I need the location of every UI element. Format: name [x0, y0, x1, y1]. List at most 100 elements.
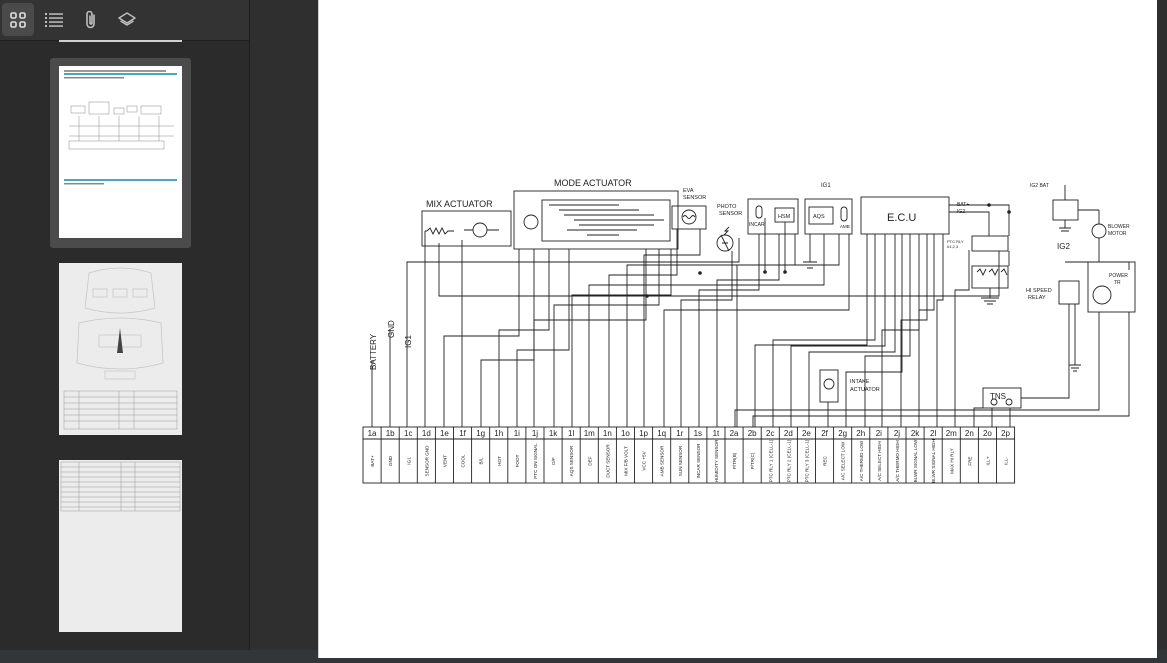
pin-id: 1s [694, 429, 702, 438]
ptc-relay-box [971, 235, 1009, 252]
incar-label: INCAR [749, 222, 765, 228]
page-2-preview [63, 267, 178, 430]
pin-id: 2f [821, 429, 828, 438]
pin-id: 1l [568, 429, 574, 438]
power-tr-label-1: POWER [1109, 273, 1128, 279]
pin-function: PTC RLY 3 (CELL-1) [804, 439, 809, 482]
outline-button[interactable] [38, 3, 70, 36]
eva-sensor-label-1: EVA [683, 188, 694, 194]
pin-id: 1m [584, 429, 595, 438]
pin-id: 1d [422, 429, 431, 438]
pin-id: 1b [386, 429, 395, 438]
mix-actuator-box [421, 210, 512, 247]
pin-id: 2b [748, 429, 757, 438]
pin-function: GND [388, 455, 393, 466]
page-thumbnail-2[interactable] [59, 263, 182, 435]
pin-id: 1r [676, 429, 683, 438]
pin-id: 1n [603, 429, 612, 438]
vertical-scrollbar[interactable] [1157, 0, 1167, 650]
page-3-preview [60, 461, 181, 512]
pin-function: A/C SELECT LOW [841, 441, 846, 480]
intake-actuator-box [819, 369, 839, 403]
hsm-label: HSM [778, 214, 791, 220]
pin-id: 2c [766, 429, 774, 438]
pin-function: B/L [479, 457, 484, 464]
mode-actuator-label: MODE ACTUATOR [554, 178, 632, 188]
eva-sensor-box [671, 205, 707, 230]
pin-function: REC [823, 455, 828, 465]
pin-id: 1e [440, 429, 449, 438]
ig2-label: IG2 [1057, 242, 1070, 251]
ig2-small-label: IG2 [957, 209, 965, 215]
amb-label: AMB [840, 224, 850, 229]
pin-function: D/F [551, 457, 556, 465]
pin-function: A/C THERMO HIGH [895, 440, 900, 482]
pin-id: 2a [730, 429, 739, 438]
ig1-top-label: IG1 [821, 183, 831, 189]
thumbnails-icon [10, 11, 26, 28]
page-1-preview [64, 70, 177, 185]
pin-id: 1p [639, 429, 648, 438]
pin-function: PTC RLY 2 (CELL-1) [786, 439, 791, 482]
photo-sensor-symbol [716, 234, 734, 252]
pin-function: PTC RLY 1 (CELL-1) [768, 439, 773, 482]
pin-id: 1o [621, 429, 630, 438]
ecu-label: E.C.U [887, 212, 916, 224]
gnd-label: GND [387, 320, 396, 338]
pin-function: MAX HI RLY [949, 448, 954, 474]
incar-hsm-box [747, 198, 799, 235]
hi-speed-relay-label-1: HI SPEED [1026, 288, 1052, 294]
attachments-button[interactable] [75, 3, 107, 36]
pin-function: DEF [587, 456, 592, 465]
hi-speed-relay-box [1058, 280, 1080, 305]
pin-function: IG1 [406, 457, 411, 465]
pin-function: COOL [461, 454, 466, 467]
page-thumbnail-1[interactable] [59, 66, 182, 238]
mode-actuator-box [513, 190, 679, 250]
pin-id: 1t [713, 429, 720, 438]
pin-function: A/C THERMO LOW [859, 440, 864, 481]
pin-function: VENT [442, 455, 447, 467]
power-tr-label-2: TR [1114, 280, 1121, 286]
thumbnail-scroll-indicator [59, 40, 182, 42]
pin-id: 1c [404, 429, 412, 438]
pin-function: SUN SENSOR [678, 445, 683, 476]
hi-speed-relay-label-2: RELAY [1028, 295, 1046, 301]
thumbnails-button[interactable] [2, 3, 34, 36]
intake-actuator-label-1: INTAKE [850, 379, 870, 385]
pin-id: 2l [930, 429, 936, 438]
pin-function: MIX F/B VOLT [623, 446, 628, 476]
ig2-bat-relay [1052, 199, 1079, 221]
ig2-bat-label: IG2 BAT [1030, 183, 1049, 189]
pin-id: 1i [514, 429, 520, 438]
photo-sensor-label-2: SENSOR [719, 211, 742, 217]
pin-function: P/TR(B) [732, 452, 737, 469]
layers-icon [118, 11, 136, 26]
pin-id: 2m [946, 429, 957, 438]
pin-function: VCC +5V [642, 450, 647, 470]
pin-function: ILL+ [985, 456, 990, 465]
pin-id: 2h [856, 429, 865, 438]
pin-function: BLWR SIGNAL HIGH [931, 439, 936, 483]
pin-id: 2p [1001, 429, 1010, 438]
layers-button[interactable] [111, 3, 143, 36]
pin-id: 2n [965, 429, 974, 438]
page-thumbnail-3[interactable] [59, 460, 182, 632]
blower-motor-label-2: MOTOR [1108, 231, 1127, 237]
pin-id: 1a [368, 429, 377, 438]
pin-function: FRE [967, 456, 972, 465]
pin-id: 1f [459, 429, 466, 438]
outline-list-icon [45, 12, 63, 27]
aqs-label: AQS [813, 214, 825, 220]
attachments-icon [86, 10, 95, 28]
mix-actuator-label: MIX ACTUATOR [426, 199, 493, 209]
pin-function: PTC ON SIGNAL [533, 443, 538, 479]
pin-function: BLWR SIGNAL LOW [913, 439, 918, 482]
aqs-amb-box [804, 198, 853, 235]
eva-sensor-label-2: SENSOR [683, 195, 706, 201]
pin-function: INCAR SENSOR [696, 443, 701, 479]
pin-function: BAT+ [370, 455, 375, 467]
pin-function: SENSOR GND [424, 445, 429, 477]
pin-id: 1h [494, 429, 503, 438]
